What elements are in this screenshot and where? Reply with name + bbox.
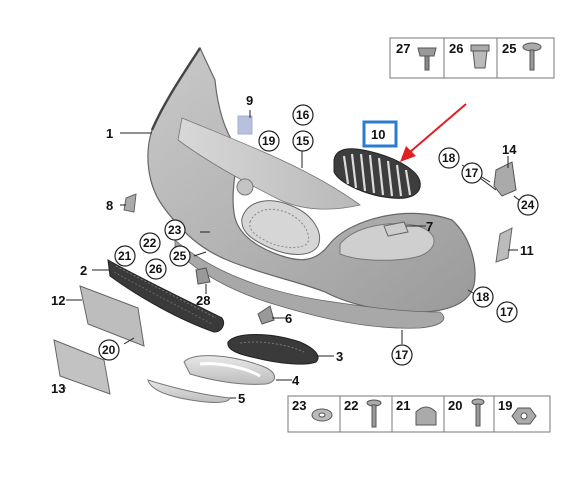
callout-25: 25 [173, 249, 187, 263]
screw-27-icon [417, 47, 437, 71]
license-plate-bracket [79, 285, 145, 347]
nut-19-icon [511, 407, 537, 425]
leader-lines [62, 110, 525, 399]
callout-3: 3 [336, 349, 343, 364]
callout-14: 14 [502, 142, 517, 157]
box-label-27: 27 [396, 41, 410, 56]
callout-19: 19 [262, 134, 276, 148]
circled-callouts: 19 16 15 18 17 24 23 22 21 25 26 28 20 1… [98, 104, 539, 366]
screw-25-icon [522, 42, 542, 71]
small-strip-11 [495, 227, 513, 263]
callout-12: 12 [51, 293, 65, 308]
small-clip-28 [195, 267, 211, 285]
small-bracket-6 [257, 305, 275, 325]
callout-18a: 18 [442, 151, 456, 165]
callout-18b: 18 [476, 290, 490, 304]
small-cover-7 [383, 221, 409, 237]
callout-8: 8 [106, 198, 113, 213]
callout-17c: 17 [395, 348, 409, 362]
sensor-9 [237, 115, 253, 135]
callout-2: 2 [80, 263, 87, 278]
small-bracket-8 [123, 193, 137, 213]
callout-7: 7 [426, 219, 433, 234]
trim-ring [183, 355, 275, 385]
callout-20: 20 [102, 343, 116, 357]
screw-20-icon [471, 398, 485, 427]
callout-13: 13 [51, 381, 65, 396]
callout-6: 6 [285, 311, 292, 326]
callout-10-highlight: 10 [362, 120, 398, 148]
washer-23-icon [311, 408, 333, 422]
bumper-cover [147, 46, 476, 329]
box-label-19: 19 [498, 398, 512, 413]
callout-21: 21 [118, 249, 132, 263]
small-bracket-14 [493, 161, 517, 197]
fastener-box-bottom: 23 22 21 20 19 [287, 395, 551, 433]
side-grille-right [227, 334, 319, 365]
callout-11: 11 [520, 243, 534, 258]
box-label-25: 25 [502, 41, 516, 56]
callout-17b: 17 [500, 305, 514, 319]
callout-5: 5 [238, 391, 245, 406]
cap-21-icon [415, 406, 437, 426]
callout-22: 22 [143, 236, 157, 250]
callout-9: 9 [246, 93, 253, 108]
lower-grille [107, 259, 225, 333]
callout-24: 24 [521, 198, 535, 212]
screw-22-icon [366, 399, 382, 428]
side-panel [53, 339, 111, 395]
callout-16: 16 [296, 108, 310, 122]
kidney-grille [333, 148, 421, 199]
callout-10: 10 [371, 127, 385, 142]
callout-17a: 17 [465, 166, 479, 180]
box-label-21: 21 [396, 398, 410, 413]
highlight-arrow [400, 103, 467, 162]
callout-26: 26 [149, 262, 163, 276]
callout-28: 28 [196, 293, 210, 308]
box-label-22: 22 [344, 398, 358, 413]
fastener-box-top: 27 26 25 [389, 37, 555, 79]
nut-26-icon [470, 44, 490, 69]
box-label-23: 23 [292, 398, 306, 413]
callout-23: 23 [168, 223, 182, 237]
trim-strip [147, 379, 231, 403]
box-label-20: 20 [448, 398, 462, 413]
callout-15: 15 [296, 134, 310, 148]
callout-1: 1 [106, 126, 113, 141]
box-label-26: 26 [449, 41, 463, 56]
callout-4: 4 [292, 373, 300, 388]
